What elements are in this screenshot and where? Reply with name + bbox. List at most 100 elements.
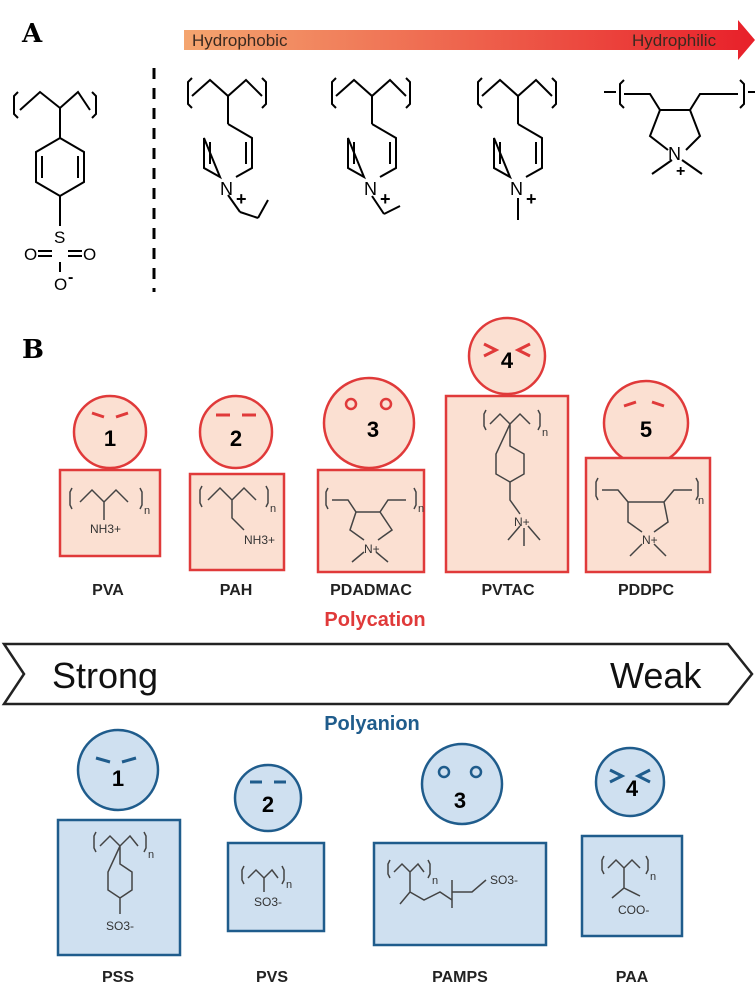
polycation-pvtac: 4 n N+ PVTAC (444, 316, 570, 599)
pah-n: n (270, 503, 276, 515)
pah-group: NH3+ (244, 533, 275, 547)
sulfur-atom: S (54, 228, 65, 247)
paa-name: PAA (616, 969, 649, 986)
pva-structure (69, 487, 143, 520)
polycation-pva: 1 n NH3+ PVA (58, 394, 162, 599)
propyl-pyridinium-structure (187, 77, 269, 219)
weak-label: Weak (610, 655, 702, 696)
polycation-pddpc: 5 n N+ PDDPC (584, 379, 712, 599)
pss-n: n (148, 849, 154, 861)
pvs-n: n (286, 879, 292, 891)
pddpc-eye-right (651, 400, 665, 408)
panel-b-label: B (22, 335, 44, 365)
oxygen-bottom: O (54, 275, 67, 294)
plus-propyl: + (236, 189, 247, 209)
pss-eye-left (95, 756, 111, 764)
polycation-pdadmac: 3 n N+ PDADMAC (316, 376, 426, 599)
paa-body (580, 834, 684, 938)
hydrophobicity-arrow: Hydrophobic Hydrophilic (184, 20, 755, 60)
pamps-rank: 3 (454, 788, 466, 813)
pdadmac-name: PDADMAC (330, 582, 412, 599)
pvs-structure (241, 865, 285, 892)
pah-name: PAH (220, 582, 253, 599)
pvtac-name: PVTAC (481, 582, 534, 599)
polyanion-pss: 1 n SO3- PSS (56, 728, 182, 986)
pva-eye-left (91, 411, 105, 419)
strong-label: Strong (52, 655, 158, 696)
pamps-eye-right (469, 765, 483, 779)
pvs-group: SO3- (254, 895, 282, 909)
pva-name: PVA (92, 582, 124, 599)
nitrogen-pyrrolidinium: N (668, 144, 681, 164)
pyrrolidinium-structure (604, 79, 755, 175)
pvtac-body (444, 394, 570, 574)
plus-pyrrolidinium: + (676, 163, 685, 180)
pva-eye-right (115, 411, 129, 419)
gradient-arrow-shape (184, 20, 755, 60)
paa-structure (601, 855, 649, 899)
pvtac-group: N+ (514, 515, 530, 529)
pddpc-n: n (698, 495, 704, 507)
pamps-body (372, 841, 548, 947)
pvs-body (226, 841, 326, 933)
pvtac-rank: 4 (501, 348, 514, 373)
hydrophilic-label: Hydrophilic (632, 31, 717, 50)
pdadmac-structure (325, 487, 417, 563)
pddpc-structure (595, 477, 699, 557)
pss-group: SO3- (106, 919, 134, 933)
polyanion-paa: 4 n COO- PAA (580, 746, 684, 986)
pvtac-eye-right (514, 342, 531, 358)
pvtac-n: n (542, 427, 548, 439)
strength-chevron (1, 642, 754, 706)
pva-rank: 1 (104, 426, 116, 451)
plus-methyl: + (526, 189, 537, 209)
paa-head (594, 746, 666, 818)
pdadmac-rank: 3 (367, 417, 379, 442)
pvs-name: PVS (256, 969, 288, 986)
pamps-group: SO3- (490, 873, 518, 887)
paa-group: COO- (618, 903, 649, 917)
pamps-n: n (432, 875, 438, 887)
pdadmac-n: n (418, 503, 424, 515)
panel-a-label: A (21, 19, 43, 49)
pamps-head (420, 742, 504, 826)
pvs-rank: 2 (262, 792, 274, 817)
pddpc-eye-left (623, 400, 637, 408)
polyanion-pamps: 3 n SO3- PAMPS (372, 742, 548, 986)
pvtac-structure (483, 409, 541, 546)
paa-eye-left (609, 768, 626, 784)
pss-name: PSS (102, 969, 134, 986)
oxygen-right: O (83, 245, 96, 264)
sulfonate-minus: - (68, 269, 73, 286)
nitrogen-propyl: N (220, 179, 233, 199)
pamps-name: PAMPS (432, 969, 488, 986)
pdadmac-body (316, 468, 426, 574)
pdadmac-eye-left (344, 397, 358, 411)
polyanion-title: Polyanion (324, 713, 420, 735)
pss-rank: 1 (112, 766, 124, 791)
nitrogen-methyl: N (510, 179, 523, 199)
pss-structure (93, 831, 147, 914)
pdadmac-eye-right (379, 397, 393, 411)
paa-rank: 4 (626, 776, 639, 801)
hydrophobic-label: Hydrophobic (192, 31, 288, 50)
pdadmac-group: N+ (364, 542, 380, 556)
polycation-title: Polycation (324, 609, 425, 631)
ethyl-pyridinium-structure (331, 77, 411, 215)
pss-head (76, 728, 160, 812)
pddpc-rank: 5 (640, 417, 652, 442)
pddpc-group: N+ (642, 533, 658, 547)
nitrogen-ethyl: N (364, 179, 377, 199)
methyl-pyridinium-structure (477, 77, 557, 220)
pva-group: NH3+ (90, 522, 121, 536)
paa-eye-right (634, 768, 651, 784)
pvtac-head (467, 316, 547, 396)
pss-eye-right (121, 756, 137, 764)
paa-n: n (650, 871, 656, 883)
pva-body (58, 468, 162, 558)
polycation-pah: 2 n NH3+ PAH (188, 394, 286, 599)
polyanion-pvs: 2 n SO3- PVS (226, 763, 326, 986)
pamps-eye-left (437, 765, 451, 779)
pah-rank: 2 (230, 426, 242, 451)
